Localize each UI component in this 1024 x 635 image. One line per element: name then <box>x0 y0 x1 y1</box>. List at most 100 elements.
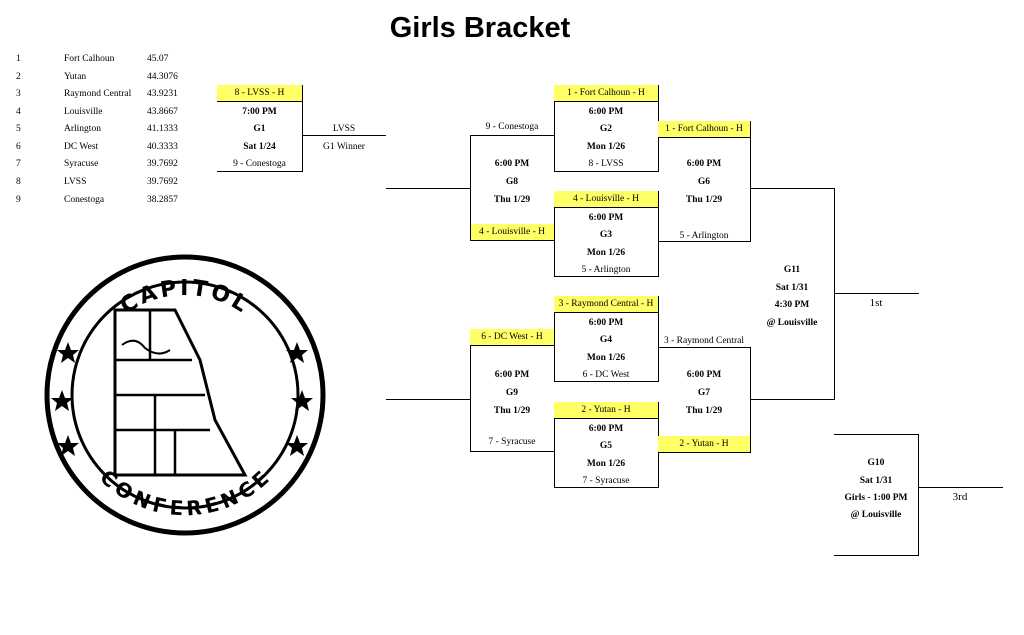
g5-game-number: G5 <box>599 441 613 451</box>
g8-away-team: 9 - Conestoga <box>485 122 539 132</box>
bracket-line <box>386 188 471 189</box>
g6-date: Thu 1/29 <box>685 195 723 205</box>
g1-away-team: 9 - Conestoga <box>233 159 286 169</box>
bracket-line <box>554 381 659 382</box>
bracket-line <box>834 555 919 556</box>
g5-date: Mon 1/26 <box>586 459 626 469</box>
bracket-line <box>554 101 555 172</box>
star-icon <box>291 390 313 411</box>
bracket-line <box>750 188 835 189</box>
g11-date: Sat 1/31 <box>775 283 809 293</box>
g9-date: Thu 1/29 <box>493 406 531 416</box>
seed-team: Conestoga <box>64 195 105 205</box>
g7-date: Thu 1/29 <box>685 406 723 416</box>
seed-number: 3 <box>16 89 21 99</box>
bracket-line <box>750 347 751 453</box>
seed-score: 44.3076 <box>147 72 178 82</box>
seed-team: DC West <box>64 142 99 152</box>
bracket-line <box>554 487 659 488</box>
bracket-line <box>658 347 751 348</box>
g2-time: 6:00 PM <box>588 107 624 117</box>
g1-winner-label: G1 Winner <box>323 142 365 152</box>
g9-time: 6:00 PM <box>494 370 530 380</box>
g10-result-3rd: 3rd <box>952 491 968 503</box>
seed-number: 8 <box>16 177 21 187</box>
g9-home-team: 6 - DC West - H <box>470 329 554 346</box>
seed-number: 2 <box>16 72 21 82</box>
g6-home-team: 1 - Fort Calhoun - H <box>658 121 750 138</box>
bracket-line <box>658 296 659 382</box>
g3-away-team: 5 - Arlington <box>581 265 631 275</box>
seed-team: Syracuse <box>64 159 99 169</box>
g2-away-team: 8 - LVSS <box>588 159 624 169</box>
bracket-line <box>834 434 919 435</box>
capitol-conference-logo: CAPITOL CONFERENCE <box>44 254 326 536</box>
g3-date: Mon 1/26 <box>586 248 626 258</box>
g7-time: 6:00 PM <box>686 370 722 380</box>
bracket-line <box>554 418 555 488</box>
bracket-line <box>834 293 919 294</box>
seed-team: Yutan <box>64 72 87 82</box>
g4-date: Mon 1/26 <box>586 353 626 363</box>
g7-away-team: 3 - Raymond Central <box>664 336 744 346</box>
g5-time: 6:00 PM <box>588 424 624 434</box>
g1-winner: LVSS <box>332 124 356 134</box>
seed-team: Louisville <box>64 107 103 117</box>
g10-date: Sat 1/31 <box>859 476 893 486</box>
g1-time: 7:00 PM <box>242 107 277 117</box>
bracket-line <box>302 135 386 136</box>
g9-game-number: G9 <box>505 388 519 398</box>
g11-location: @ Louisville <box>766 318 818 328</box>
star-icon <box>286 435 308 456</box>
g6-game-number: G6 <box>697 177 711 187</box>
seed-team: Raymond Central <box>64 89 132 99</box>
g6-time: 6:00 PM <box>686 159 722 169</box>
g1-date: Sat 1/24 <box>243 142 276 152</box>
seed-number: 9 <box>16 195 21 205</box>
seed-score: 38.2857 <box>147 195 178 205</box>
bracket-line <box>470 451 555 452</box>
g1-game-number: G1 <box>253 124 266 134</box>
bracket-line <box>554 276 659 277</box>
bracket-line <box>658 191 659 277</box>
g4-home-team: 3 - Raymond Central - H <box>554 296 658 313</box>
star-icon <box>286 342 308 363</box>
g7-game-number: G7 <box>697 388 711 398</box>
bracket-line <box>470 345 471 452</box>
g6-away-team: 5 - Arlington <box>679 231 729 241</box>
g11-time: 4:30 PM <box>774 300 810 310</box>
g4-time: 6:00 PM <box>588 318 624 328</box>
seed-number: 1 <box>16 54 21 64</box>
g5-away-team: 7 - Syracuse <box>582 476 630 486</box>
bracket-line <box>554 171 659 172</box>
bracket-line <box>217 171 303 172</box>
seed-team: LVSS <box>64 177 87 187</box>
seed-score: 40.3333 <box>147 142 178 152</box>
seed-number: 4 <box>16 107 21 117</box>
seed-score: 43.9231 <box>147 89 178 99</box>
bracket-line <box>750 121 751 242</box>
bracket-line <box>470 135 555 136</box>
seed-team: Arlington <box>64 124 101 134</box>
g3-time: 6:00 PM <box>588 213 624 223</box>
g3-home-team: 4 - Louisville - H <box>554 191 658 208</box>
g8-game-number: G8 <box>505 177 519 187</box>
g11-result-1st: 1st <box>869 297 883 309</box>
bracket-line <box>554 312 555 382</box>
bracket-line <box>470 240 555 241</box>
bracket-line <box>554 207 555 277</box>
seed-score: 41.1333 <box>147 124 178 134</box>
g9-away-team: 7 - Syracuse <box>488 437 536 447</box>
seed-score: 39.7692 <box>147 159 178 169</box>
g10-location: @ Louisville <box>850 510 902 520</box>
bracket-line <box>750 399 835 400</box>
page-title: Girls Bracket <box>389 12 571 44</box>
g5-home-team: 2 - Yutan - H <box>554 402 658 419</box>
g10-time: Girls - 1:00 PM <box>844 493 908 503</box>
star-icon <box>51 390 73 411</box>
seed-score: 39.7692 <box>147 177 178 187</box>
g3-game-number: G3 <box>599 230 613 240</box>
g8-time: 6:00 PM <box>494 159 530 169</box>
g8-date: Thu 1/29 <box>493 195 531 205</box>
g2-home-team: 1 - Fort Calhoun - H <box>554 85 658 102</box>
